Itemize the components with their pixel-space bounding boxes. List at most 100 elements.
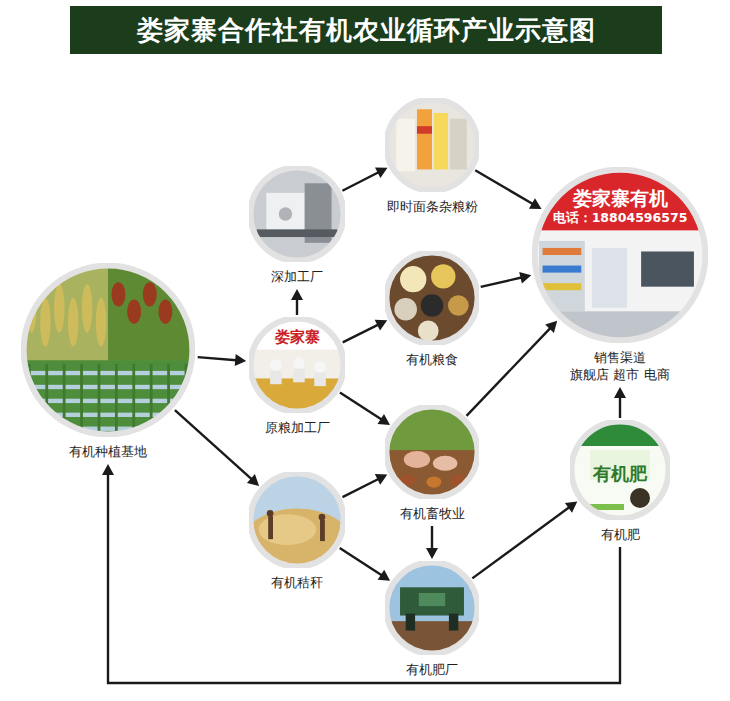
node-label: 销售渠道 <box>570 349 669 366</box>
circle-photo <box>249 472 345 568</box>
photo-art <box>385 561 479 655</box>
art-rect <box>449 614 458 631</box>
art-dot <box>394 298 417 321</box>
flow-arrow <box>102 464 620 683</box>
art-blob <box>249 508 345 568</box>
art-dot <box>431 264 455 288</box>
art-blob <box>111 282 125 306</box>
art-dot <box>400 266 426 292</box>
node-caption: 销售渠道旗舰店 超市 电商 <box>570 349 669 383</box>
node-caption: 有机种植基地 <box>69 443 147 460</box>
art-rect <box>385 98 479 192</box>
art-dot <box>421 294 444 317</box>
circle-ring <box>386 252 477 343</box>
circle-photo <box>385 405 479 499</box>
flow-arrow <box>426 526 438 559</box>
art-rect <box>543 266 582 273</box>
art-rect <box>400 587 464 615</box>
art-rect <box>385 251 479 345</box>
photo-art <box>249 472 345 568</box>
art-rect <box>434 113 448 169</box>
art-blob <box>143 282 157 306</box>
circle-photo <box>249 166 345 262</box>
circle-ring <box>386 406 477 497</box>
arrow-head <box>545 321 557 333</box>
photo-circle: 有机畜牧业 <box>385 405 479 499</box>
arrow-head <box>426 548 438 559</box>
photo-circle: 有机肥厂 <box>385 561 479 655</box>
photo-art <box>385 98 479 192</box>
art-rect <box>268 516 273 539</box>
arrow-line <box>475 170 533 204</box>
arrow-line <box>198 357 237 360</box>
photo-text: 娄家寨有机 <box>573 186 668 212</box>
art-rect <box>132 364 135 434</box>
node-label: 有机畜牧业 <box>400 505 465 522</box>
node-caption: 有机畜牧业 <box>400 505 465 522</box>
art-rect <box>417 126 432 134</box>
arrow-line <box>343 479 379 497</box>
photo-art <box>532 167 708 343</box>
art-rect <box>543 248 582 255</box>
flow-arrow <box>340 548 390 581</box>
photo-circle: 有机秸秆 <box>249 472 345 568</box>
arrow-head <box>519 272 531 284</box>
title-banner: 娄家寨合作社有机农业循环产业示意图 <box>70 6 662 54</box>
photo-art <box>249 317 345 413</box>
node-caption: 原粮加工厂 <box>265 419 330 436</box>
circle-photo <box>385 251 479 345</box>
arrow-line <box>343 325 379 343</box>
node-label: 有机种植基地 <box>69 443 147 460</box>
arrow-head <box>375 474 388 485</box>
node-label: 有机肥厂 <box>406 661 458 678</box>
node-label: 有机粮食 <box>406 351 458 368</box>
flow-arrow <box>343 474 388 497</box>
art-blob <box>426 476 441 487</box>
art-rect <box>385 450 479 499</box>
art-rect <box>45 364 48 434</box>
photo-text: 电话：18804596575 <box>553 210 688 227</box>
art-rect <box>21 427 195 431</box>
arrow-line <box>108 474 620 683</box>
art-rect <box>406 614 415 631</box>
node-label: 原粮加工厂 <box>265 419 330 436</box>
photo-art <box>249 166 345 262</box>
art-rect <box>249 317 345 413</box>
art-rect <box>532 167 708 343</box>
node-label: 有机肥 <box>601 526 640 543</box>
art-rect <box>314 373 326 386</box>
circle-ring <box>386 562 477 653</box>
photo-text: 娄家寨 <box>275 328 320 347</box>
flow-arrow <box>467 321 558 416</box>
art-rect <box>592 248 627 308</box>
flow-arrow <box>343 320 388 343</box>
photo-art <box>21 263 195 437</box>
circle-ring <box>572 422 669 519</box>
flow-arrow <box>198 354 247 366</box>
photo-text: 有机肥 <box>593 462 647 486</box>
arrow-line <box>481 278 522 287</box>
arrow-head <box>375 167 388 178</box>
arrow-head <box>378 570 391 581</box>
art-rect <box>417 109 432 169</box>
flow-arrow <box>175 410 259 486</box>
node-caption: 有机肥 <box>601 526 640 543</box>
art-rect <box>167 364 170 434</box>
flow-arrow <box>614 387 626 418</box>
circle-ring <box>535 170 706 341</box>
circle-ring <box>24 266 193 435</box>
photo-art <box>570 420 670 520</box>
art-dot <box>448 295 469 316</box>
art-blob <box>54 284 64 333</box>
node-caption: 深加工厂 <box>271 268 323 285</box>
art-blob <box>82 284 92 333</box>
arrow-head <box>565 501 577 512</box>
art-dot <box>319 514 326 521</box>
arrow-head <box>291 289 303 300</box>
art-rect <box>98 364 101 434</box>
photo-art <box>385 251 479 345</box>
art-rect <box>80 364 83 434</box>
arrow-line <box>472 507 569 578</box>
flow-arrow <box>472 501 577 578</box>
art-rect <box>21 263 195 437</box>
